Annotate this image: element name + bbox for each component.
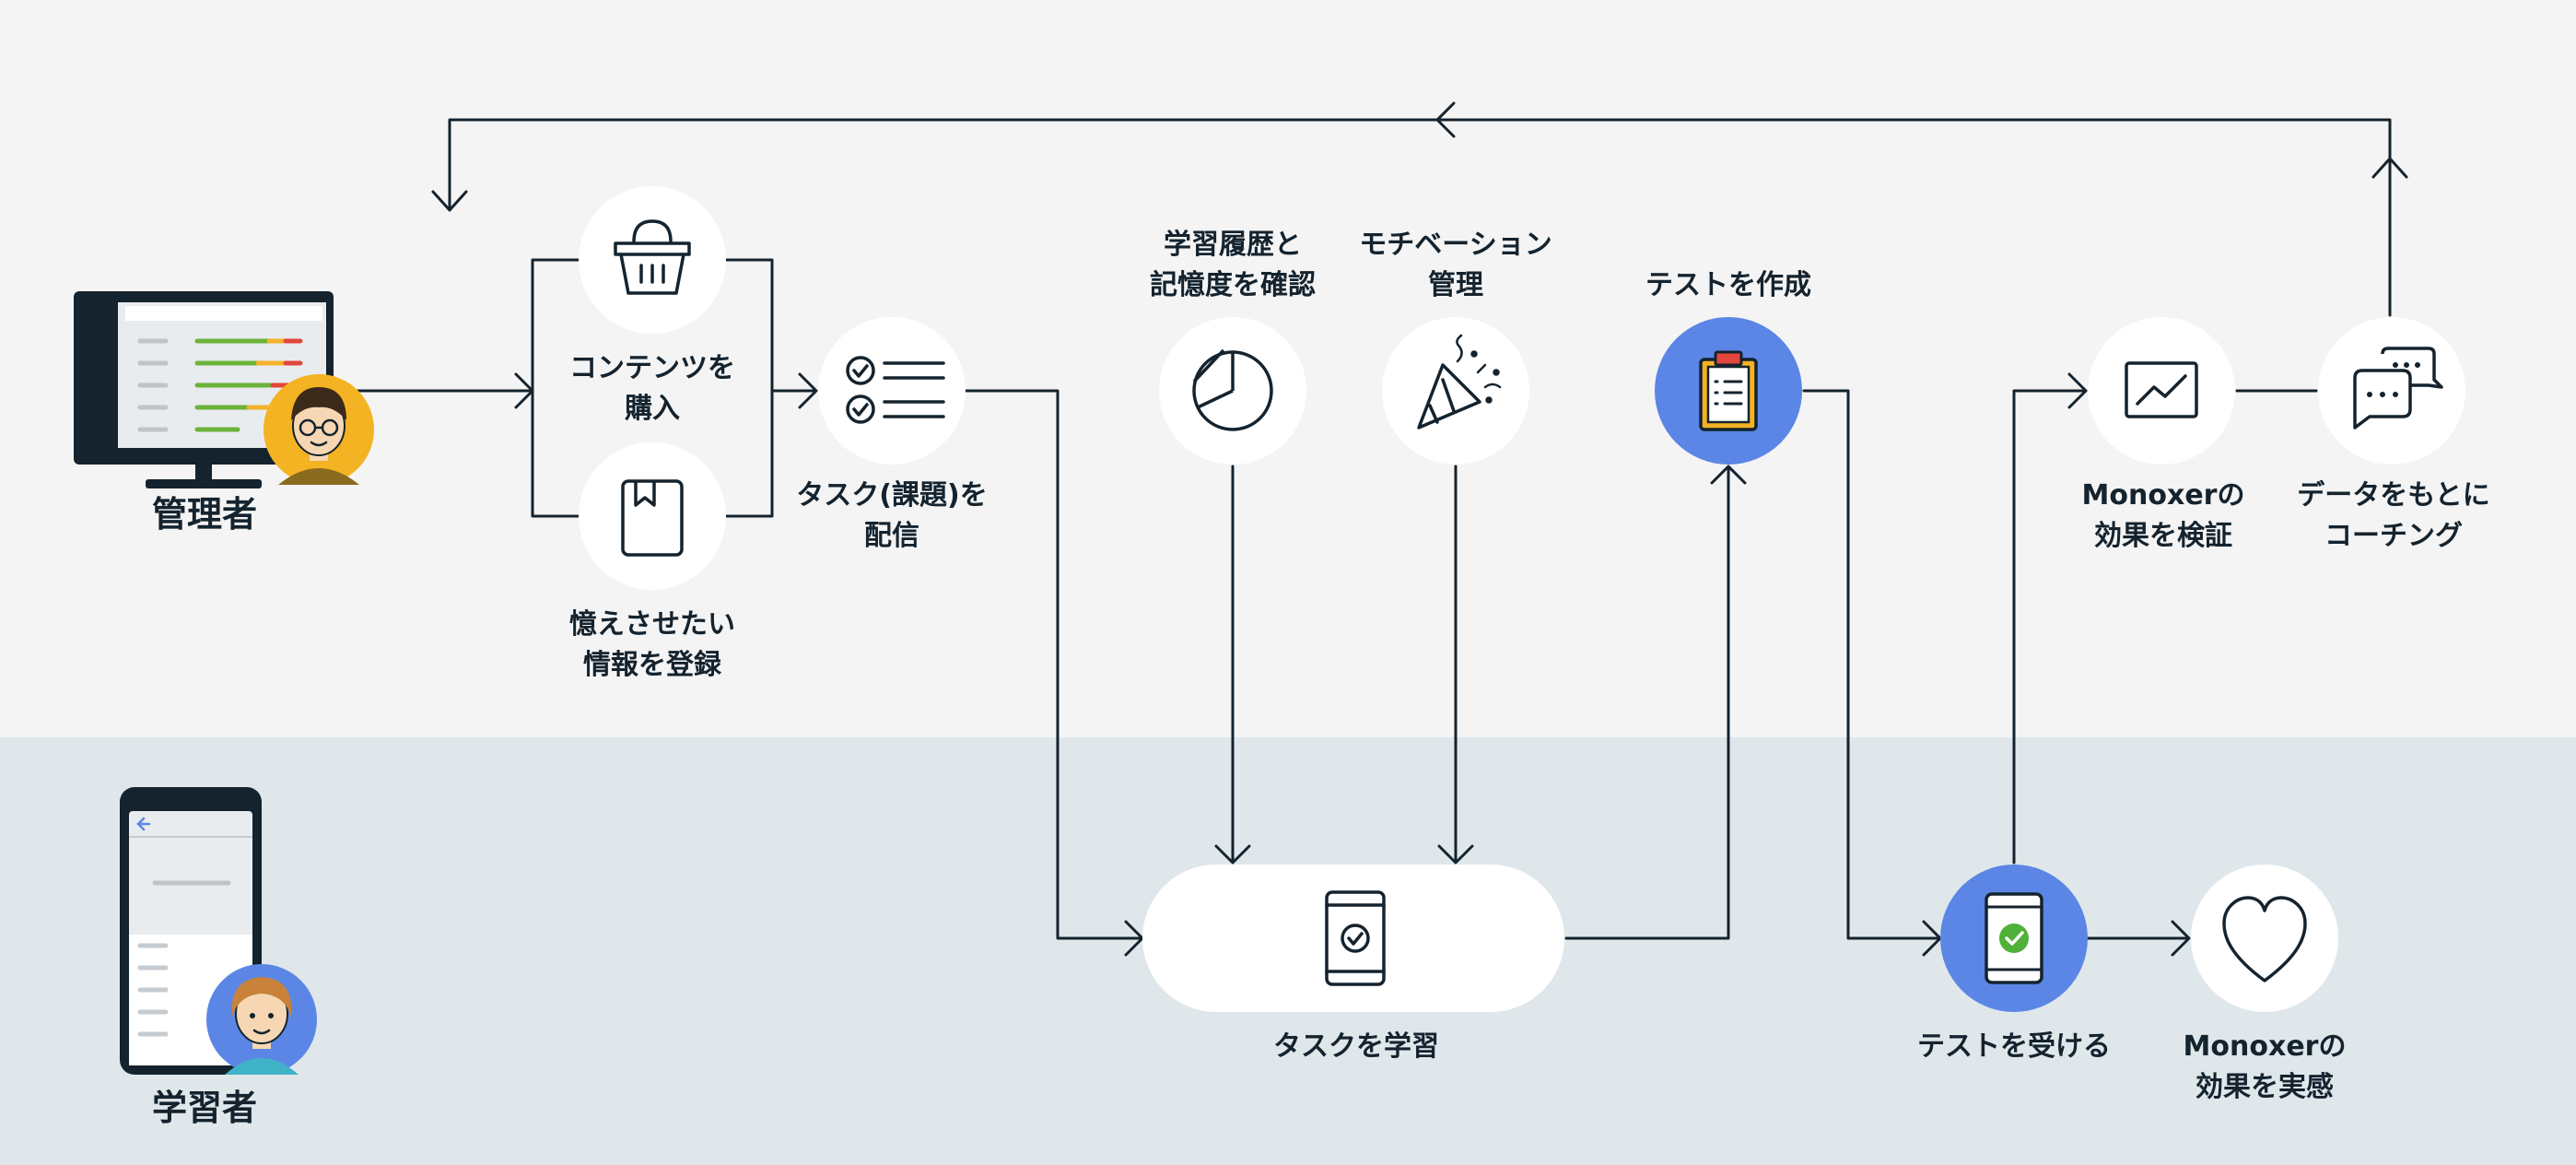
bracket-right bbox=[719, 258, 774, 518]
clipboard-icon bbox=[1699, 350, 1758, 431]
node-register bbox=[579, 442, 726, 590]
arrowhead-distribute-in bbox=[798, 372, 818, 409]
label-coaching: データをもとにコーチング bbox=[2297, 479, 2490, 552]
basket-icon bbox=[614, 219, 691, 295]
arrowhead-loop-down bbox=[431, 190, 468, 212]
node-verify bbox=[2088, 317, 2235, 465]
node-feel bbox=[2191, 865, 2338, 1012]
party-popper-icon bbox=[1417, 334, 1502, 430]
connector-take-test-to-verify bbox=[2012, 389, 2088, 865]
arrowhead-history-down bbox=[1214, 844, 1251, 865]
line-chart-icon bbox=[2125, 361, 2198, 418]
admin-label: 管理者 bbox=[151, 494, 258, 535]
chat-bubbles-icon bbox=[2353, 347, 2443, 430]
node-purchase bbox=[579, 186, 726, 334]
label-motivation: モチベーション管理 bbox=[1359, 229, 1552, 301]
bracket-left bbox=[531, 258, 588, 518]
label-verify: Monoxerの効果を検証 bbox=[2081, 479, 2245, 552]
learner-label: 学習者 bbox=[151, 1088, 258, 1128]
label-feel: Monoxerの効果を実感 bbox=[2183, 1030, 2347, 1103]
phone-check-icon bbox=[1325, 890, 1386, 986]
connector-create-test-to-take-test bbox=[1802, 389, 1940, 940]
arrowhead-motivation-down bbox=[1437, 844, 1474, 865]
node-distribute bbox=[818, 317, 966, 465]
notebook-icon bbox=[621, 479, 684, 557]
connector-coaching-to-loop bbox=[448, 118, 2392, 317]
admin-avatar bbox=[263, 374, 374, 485]
label-purchase: コンテンツを購入 bbox=[569, 352, 735, 425]
label-distribute: タスク(課題)を配信 bbox=[796, 479, 988, 552]
label-register: 憶えさせたい情報を登録 bbox=[569, 608, 735, 681]
connector-study-to-create-test bbox=[1564, 466, 1730, 940]
heart-icon bbox=[2222, 896, 2307, 983]
arrowhead-loop-up bbox=[2371, 157, 2408, 179]
node-study bbox=[1142, 865, 1564, 1012]
arrowhead-feel-in bbox=[2171, 920, 2191, 957]
label-take-test: テストを受ける bbox=[1917, 1030, 2111, 1063]
phone-green-check-icon bbox=[1985, 892, 2043, 984]
label-history: 学習履歴と記憶度を確認 bbox=[1150, 229, 1316, 301]
arrowhead-create-test-up bbox=[1710, 465, 1747, 485]
arrowhead-verify-in bbox=[2067, 372, 2088, 409]
checklist-icon bbox=[846, 356, 945, 424]
arrowhead-loop-left bbox=[1435, 101, 1456, 138]
pie-chart-icon bbox=[1192, 348, 1273, 431]
node-motivation bbox=[1382, 317, 1529, 465]
connector-distribute-to-study bbox=[964, 389, 1142, 940]
learner-avatar bbox=[206, 964, 317, 1075]
label-study: タスクを学習 bbox=[1273, 1030, 1439, 1063]
label-create-test: テストを作成 bbox=[1645, 269, 1811, 301]
